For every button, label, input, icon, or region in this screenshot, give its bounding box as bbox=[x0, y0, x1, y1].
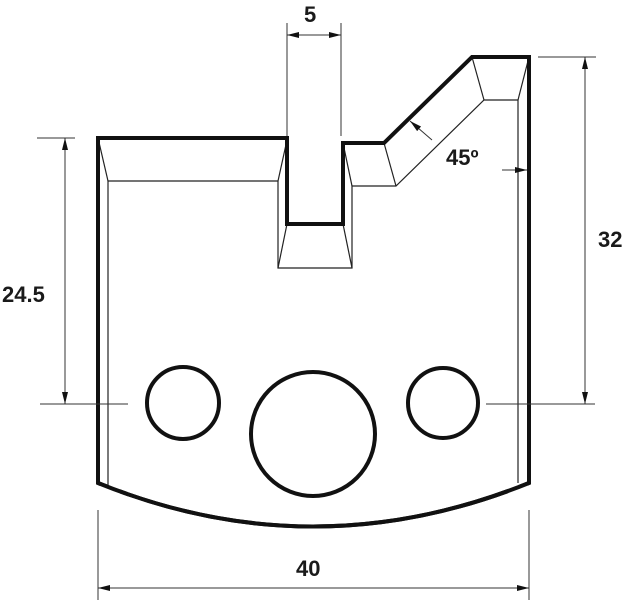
total-width-dimension bbox=[97, 510, 530, 600]
slot-width-dimension bbox=[286, 23, 342, 136]
left-height-dimension bbox=[37, 137, 75, 404]
right-small-hole bbox=[406, 366, 480, 440]
center-large-hole bbox=[249, 370, 377, 498]
slot-width-label: 5 bbox=[304, 2, 317, 27]
right-height-label: 32 bbox=[598, 227, 623, 252]
total-width-label: 40 bbox=[296, 556, 321, 581]
left-height-label: 24.5 bbox=[2, 282, 45, 307]
bevel-angle-label: 45º bbox=[446, 145, 479, 170]
profile-outline bbox=[96, 55, 531, 529]
right-height-dimension bbox=[538, 56, 596, 404]
left-small-hole bbox=[145, 365, 221, 441]
bevel-angle-indicator bbox=[409, 120, 527, 173]
